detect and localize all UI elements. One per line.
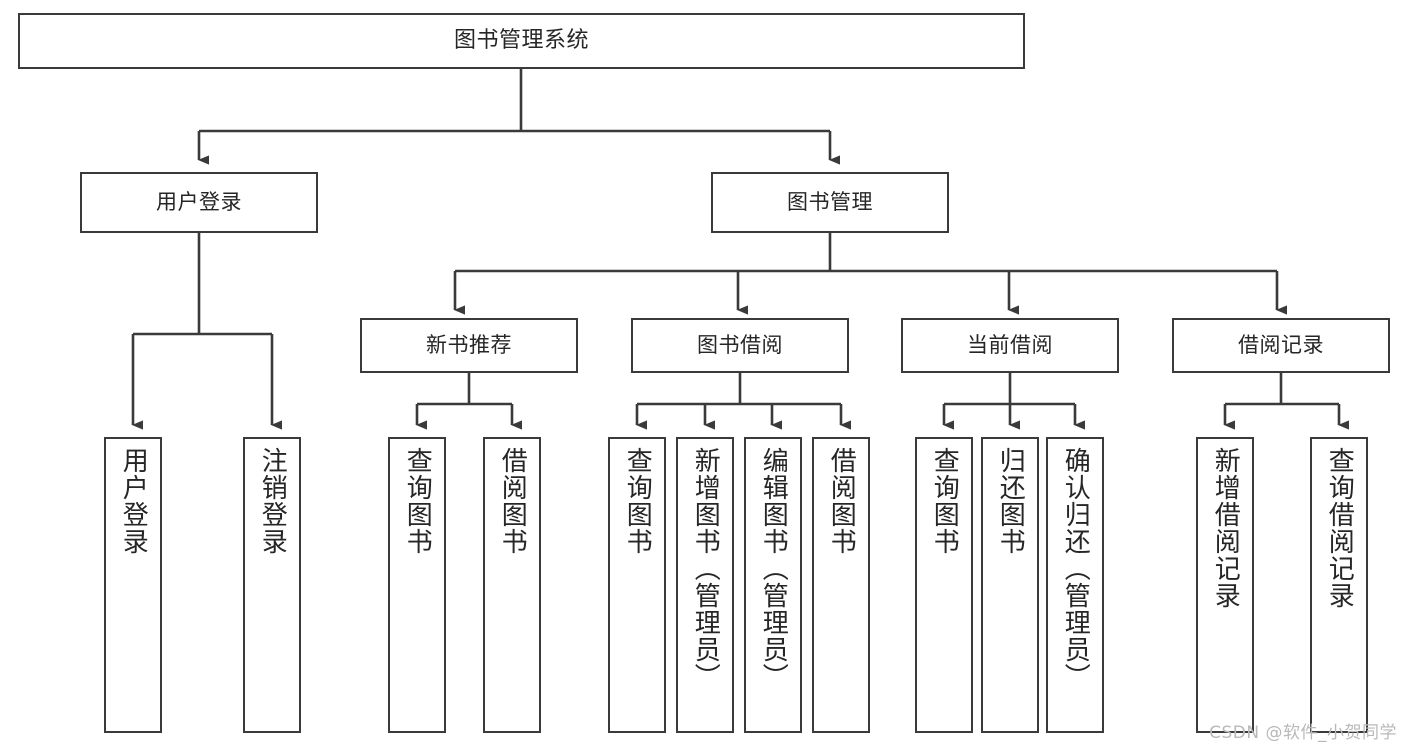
node-label: 图书管理系统	[453, 27, 589, 53]
node-label: 新书推荐	[426, 332, 512, 357]
node-label: 注销登录	[257, 447, 288, 555]
leaf-book-borrow-edit-book-admin[interactable]: 编辑图书（管理员）	[744, 437, 802, 733]
leaf-book-borrow-add-book-admin[interactable]: 新增图书（管理员）	[676, 437, 734, 733]
watermark-text: CSDN @软件_小贺同学	[1209, 723, 1397, 743]
leaf-book-borrow-query-book[interactable]: 查询图书	[608, 437, 666, 733]
node-label: 图书管理	[787, 189, 873, 214]
node-book-borrow[interactable]: 图书借阅	[631, 318, 849, 373]
node-label: 编辑图书（管理员）	[758, 447, 789, 690]
node-label: 用户登录	[118, 447, 149, 555]
node-label: 用户登录	[156, 189, 242, 214]
leaf-user-login-login[interactable]: 用户登录	[104, 437, 162, 733]
node-borrow-record[interactable]: 借阅记录	[1172, 318, 1390, 373]
leaf-current-borrow-confirm-return-admin[interactable]: 确认归还（管理员）	[1046, 437, 1104, 733]
node-label: 借阅记录	[1238, 332, 1324, 357]
node-label: 新增借阅记录	[1210, 447, 1241, 609]
node-label: 确认归还（管理员）	[1060, 447, 1091, 690]
node-label: 查询图书	[929, 447, 960, 555]
node-label: 归还图书	[995, 447, 1026, 555]
leaf-current-borrow-query-book[interactable]: 查询图书	[915, 437, 973, 733]
node-book-management[interactable]: 图书管理	[711, 172, 949, 233]
leaf-current-borrow-return-book[interactable]: 归还图书	[981, 437, 1039, 733]
node-label: 新增图书（管理员）	[690, 447, 721, 690]
leaf-book-borrow-borrow-book[interactable]: 借阅图书	[812, 437, 870, 733]
node-new-book-recommend[interactable]: 新书推荐	[360, 318, 578, 373]
node-user-login[interactable]: 用户登录	[80, 172, 318, 233]
leaf-new-book-query-book[interactable]: 查询图书	[388, 437, 446, 733]
node-current-borrow[interactable]: 当前借阅	[901, 318, 1119, 373]
leaf-borrow-record-add-record[interactable]: 新增借阅记录	[1196, 437, 1254, 733]
leaf-new-book-borrow-book[interactable]: 借阅图书	[483, 437, 541, 733]
node-label: 查询借阅记录	[1324, 447, 1355, 609]
node-label: 查询图书	[402, 447, 433, 555]
leaf-user-login-logout[interactable]: 注销登录	[243, 437, 301, 733]
node-label: 当前借阅	[967, 332, 1053, 357]
node-label: 借阅图书	[497, 447, 528, 555]
node-label: 图书借阅	[697, 332, 783, 357]
node-label: 借阅图书	[826, 447, 857, 555]
node-label: 查询图书	[622, 447, 653, 555]
node-root-library-system[interactable]: 图书管理系统	[18, 13, 1025, 69]
leaf-borrow-record-query-record[interactable]: 查询借阅记录	[1310, 437, 1368, 733]
